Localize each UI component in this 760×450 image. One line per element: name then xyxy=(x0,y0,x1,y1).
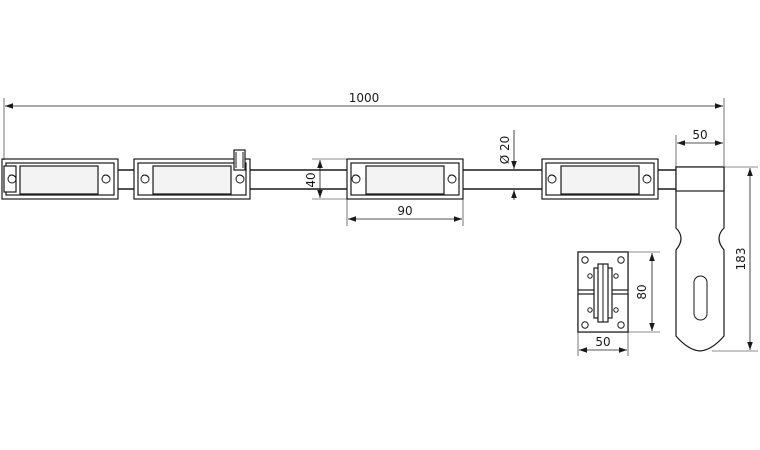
dim-bracket-length: 90 xyxy=(346,199,464,226)
dim-bracket-height: 40 xyxy=(304,158,348,200)
dim-rod-diameter: Ø 20 xyxy=(498,130,517,200)
dim-guide-height: 80 xyxy=(628,251,660,333)
dim-rod-diameter-label: Ø 20 xyxy=(498,136,512,165)
hasp-slot xyxy=(693,275,708,321)
dim-guide-height-label: 80 xyxy=(635,284,649,299)
dim-total-length-label: 1000 xyxy=(349,91,380,105)
dim-hasp-width-label: 50 xyxy=(692,128,707,142)
dim-guide-width: 50 xyxy=(577,332,629,356)
dim-hasp-height-label: 183 xyxy=(734,248,748,271)
hasp-plate xyxy=(675,166,725,352)
bracket-4 xyxy=(541,158,659,200)
bracket-1 xyxy=(1,158,119,200)
dim-guide-width-label: 50 xyxy=(595,335,610,349)
guide-keeper xyxy=(577,251,629,333)
dim-hasp-height: 183 xyxy=(712,166,758,352)
bracket-3 xyxy=(346,158,464,200)
dim-bracket-height-label: 40 xyxy=(304,172,318,187)
dim-hasp-width: 50 xyxy=(675,128,723,167)
bracket-2 xyxy=(133,149,251,200)
handle-knob xyxy=(233,149,246,171)
dim-bracket-length-label: 90 xyxy=(397,204,412,218)
dim-total-length: 1000 xyxy=(3,91,725,166)
